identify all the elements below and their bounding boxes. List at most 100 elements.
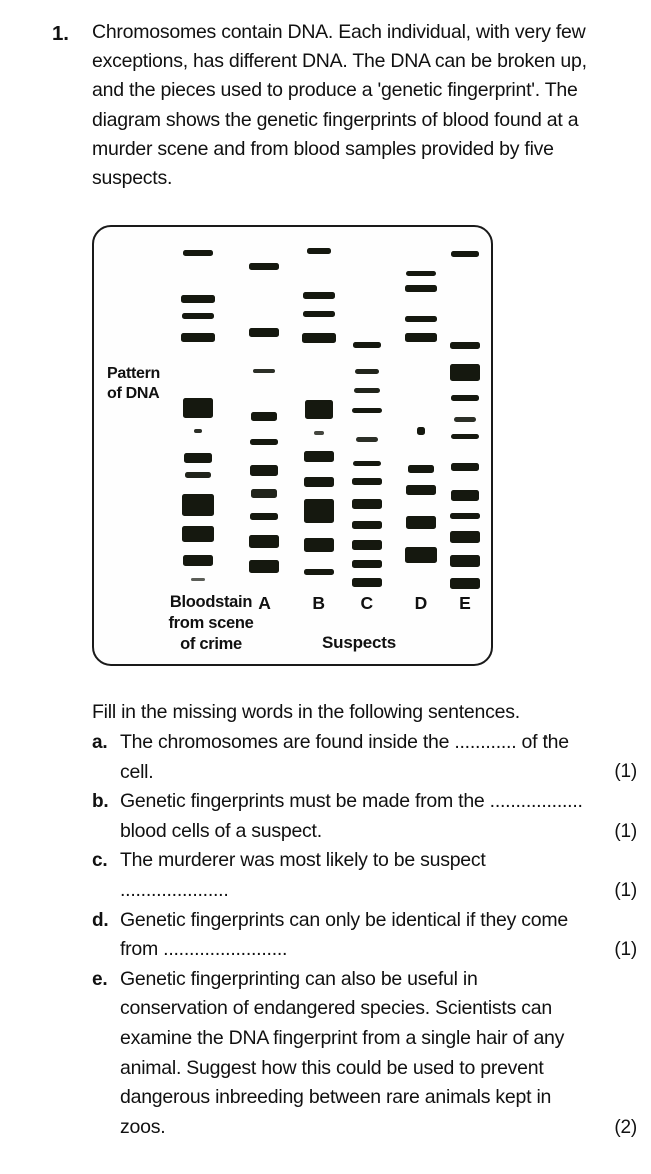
dna-band xyxy=(404,315,437,322)
fill-instruction: Fill in the missing words in the followi… xyxy=(92,701,520,723)
dna-band xyxy=(404,285,437,293)
dna-band xyxy=(405,516,436,530)
dna-band xyxy=(351,408,382,414)
sub-question-e: e. Genetic fingerprinting can also be use… xyxy=(92,965,637,1143)
marks-value: (1) xyxy=(614,761,637,783)
dna-band xyxy=(450,463,479,471)
dna-band xyxy=(449,363,480,381)
dna-band xyxy=(351,560,382,569)
sub-question-list: a. The chromosomes are found inside the .… xyxy=(92,728,637,1142)
dna-band xyxy=(304,399,333,419)
sub-question-text: Genetic fingerprinting can also be usefu… xyxy=(120,965,637,1143)
gel-lane-a xyxy=(248,239,280,581)
dna-band xyxy=(404,333,437,343)
dna-band xyxy=(183,398,214,419)
sub-question-letter: c. xyxy=(92,850,108,872)
dna-band xyxy=(250,439,279,446)
question-stem: Chromosomes contain DNA. Each individual… xyxy=(92,21,587,190)
dna-fingerprint-figure: Pattern of DNA A B C D E Bloodstain from sce… xyxy=(92,225,493,666)
lane-letter-e: E xyxy=(459,593,471,613)
dna-band xyxy=(351,539,382,550)
sub-question-letter: d. xyxy=(92,909,109,931)
dna-band xyxy=(449,341,480,349)
sub-question-d: d. Genetic fingerprints can only be ident… xyxy=(92,906,637,965)
dna-band xyxy=(183,250,214,257)
pattern-of-dna-label: Pattern of DNA xyxy=(107,365,161,402)
dna-band xyxy=(249,534,280,548)
dna-band xyxy=(182,526,215,543)
dna-band xyxy=(405,485,436,496)
dna-band xyxy=(450,250,479,257)
dna-band xyxy=(449,555,480,568)
dna-band xyxy=(351,521,382,530)
sub-question-a: a. The chromosomes are found inside the .… xyxy=(92,728,637,787)
dna-band xyxy=(416,427,425,436)
dna-band xyxy=(450,394,479,401)
dna-band xyxy=(182,493,215,516)
dna-band xyxy=(351,478,382,486)
dna-band xyxy=(453,416,476,422)
dna-band xyxy=(306,247,331,254)
dna-band xyxy=(303,476,334,487)
sub-question-letter: a. xyxy=(92,732,108,753)
sub-question-b: b. Genetic fingerprints must be made from… xyxy=(92,787,637,846)
dna-band xyxy=(303,538,334,553)
dna-band xyxy=(302,310,335,317)
marks-value: (1) xyxy=(614,820,637,842)
dna-band xyxy=(251,488,278,498)
dna-band xyxy=(355,437,378,443)
dna-band xyxy=(182,312,215,319)
gel-lane-c xyxy=(351,239,383,587)
dna-band xyxy=(251,411,278,421)
dna-band xyxy=(313,430,324,435)
lane-letter-a: A xyxy=(258,593,271,613)
dna-band xyxy=(194,428,203,433)
gel-lane-bloodstain-from-scene-of-crime xyxy=(180,239,216,581)
sub-question-text: Genetic fingerprints can only be identic… xyxy=(120,906,637,965)
dna-band xyxy=(303,498,334,523)
dna-band xyxy=(184,452,213,463)
figure-border xyxy=(92,225,493,666)
lane-letter-c: C xyxy=(360,593,373,613)
dna-band xyxy=(253,368,276,373)
dna-band xyxy=(352,461,381,467)
dna-band xyxy=(181,333,216,343)
dna-band xyxy=(404,546,437,563)
lane-letter-d: D xyxy=(414,593,428,613)
dna-band xyxy=(449,531,480,544)
lane-letter-b: B xyxy=(312,593,325,613)
dna-band xyxy=(249,560,280,574)
dna-band xyxy=(183,555,214,567)
sub-question-letter: e. xyxy=(92,968,108,990)
dna-band xyxy=(354,368,379,374)
marks-value: (1) xyxy=(614,938,637,960)
gel-lane-d xyxy=(404,239,438,581)
dna-band xyxy=(303,451,334,463)
gel-lane-b xyxy=(301,239,336,581)
suspects-caption: Suspects xyxy=(322,633,396,652)
sub-question-text: The murderer was most likely to be suspe… xyxy=(120,846,637,905)
marks-value: (2) xyxy=(614,1117,637,1139)
dna-band xyxy=(250,512,279,520)
sub-question-text: The chromosomes are found inside the ...… xyxy=(120,728,637,787)
dna-band xyxy=(191,577,206,581)
bloodstain-caption: Bloodstain from scene of crime xyxy=(168,593,254,653)
sub-question-letter: b. xyxy=(92,791,109,813)
stray-ink-dot xyxy=(544,735,547,738)
dna-band xyxy=(351,577,382,587)
dna-band xyxy=(301,333,336,344)
dna-band xyxy=(407,464,434,473)
sub-question-text: Genetic fingerprints must be made from t… xyxy=(120,787,637,846)
dna-band xyxy=(185,471,212,478)
dna-band xyxy=(303,569,334,576)
dna-band xyxy=(405,271,436,277)
gel-lane-e xyxy=(449,239,481,589)
dna-band xyxy=(449,512,480,519)
dna-band xyxy=(450,433,479,439)
dna-band xyxy=(351,498,382,509)
dna-band xyxy=(250,464,279,476)
dna-band xyxy=(302,292,335,299)
sub-question-c: c. The murderer was most likely to be sus… xyxy=(92,846,637,905)
dna-band xyxy=(449,577,480,589)
dna-band xyxy=(249,262,280,270)
